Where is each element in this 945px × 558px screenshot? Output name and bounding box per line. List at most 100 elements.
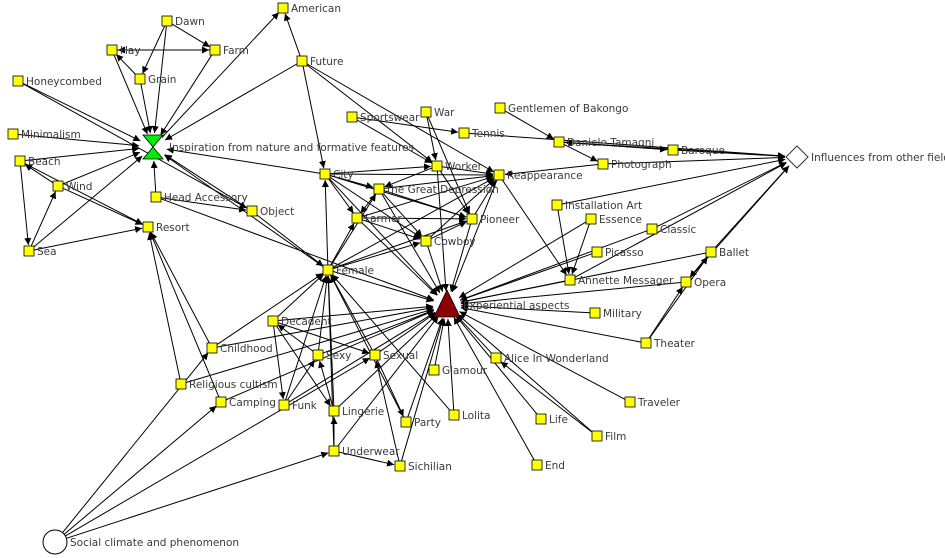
node-shape-film [591,430,603,442]
node-shape-sexual [369,349,381,361]
node-military[interactable]: Military [589,307,642,320]
node-camping[interactable]: Camping [215,396,276,409]
node-picasso[interactable]: Picasso [591,246,644,259]
node-shape-resort [142,221,154,233]
edge-decadent-to-lingerie [275,324,332,407]
edge-head_accessory-to-inspiration [150,160,158,193]
node-great-depression[interactable]: the Great Depression [373,183,499,196]
node-influences[interactable]: Influences from other fields [785,145,945,169]
node-gentlemen[interactable]: Gentlemen of Bakongo [494,102,628,115]
node-hay[interactable]: Hay [106,44,141,57]
edge-reappearance-to-experiential [451,179,498,293]
node-experiential[interactable]: Experiential aspects [433,289,569,318]
node-wind[interactable]: Wind [52,180,92,193]
node-war[interactable]: War [420,106,455,119]
node-sexual[interactable]: Sexual [369,349,418,362]
node-traveler[interactable]: Traveler [624,396,681,409]
edge-head_accessory-to-experiential [160,198,435,301]
node-party[interactable]: Party [400,416,441,429]
node-label-object: Object [260,206,294,218]
node-end[interactable]: End [531,459,565,472]
node-shape-inspiration [142,134,164,160]
node-theater[interactable]: Theater [640,337,696,350]
node-beach[interactable]: Beach [14,155,61,168]
node-sea[interactable]: Sea [23,245,57,258]
node-tennis[interactable]: Tennis [458,127,505,140]
node-pioneer[interactable]: Pioneer [466,213,520,226]
node-female[interactable]: Female [322,264,374,277]
node-installation-art[interactable]: Installation Art [551,199,642,212]
node-alice[interactable]: Alice In Wonderland [490,352,609,365]
node-reappearance[interactable]: Reappearance [493,169,583,182]
node-shape-sexy [312,349,324,361]
node-shape-great-depression [373,183,385,195]
node-glamour[interactable]: Glamour [428,364,488,377]
node-honeycombed[interactable]: Honeycombed [12,75,102,88]
node-photograph[interactable]: Photograph [597,158,672,171]
edge-party-to-experiential [407,318,444,418]
node-shape-tennis [458,127,470,139]
edge-decadent-to-experiential [277,303,434,321]
node-head-accessory[interactable]: Head Accessory [150,191,248,204]
node-opera[interactable]: Opera [680,276,726,289]
node-social[interactable]: Social climate and phenomenon [42,529,239,555]
edge-glamour-to-experiential [434,318,447,366]
node-label-beach: Beach [28,156,61,168]
node-object[interactable]: Object [246,205,294,218]
node-worker[interactable]: Worker [431,160,483,173]
edge-classic-to-experiential [459,230,648,301]
node-lingerie[interactable]: Lingerie [328,405,384,418]
node-label-classic: Classic [660,224,697,236]
edge-wind-to-inspiration [62,151,141,185]
edge-decadent-to-sexual [277,322,370,355]
edge-pioneer-to-experiential [449,223,472,292]
node-resort[interactable]: Resort [142,221,190,234]
node-tamagni[interactable]: Daniele Tamagni [553,136,654,149]
node-classic[interactable]: Classic [646,223,697,236]
node-farm[interactable]: Farm [209,44,249,57]
edge-worker-to-experiential [436,170,449,292]
node-city[interactable]: City [319,168,354,181]
node-decadent[interactable]: Decadent [267,315,332,328]
node-label-underwear: Underwear [342,446,400,458]
node-farmer[interactable]: Farmer [351,212,402,225]
edge-female-to-cowboy [332,241,421,270]
edge-ballet-to-opera [689,255,709,278]
node-label-sicilian: Sichilian [408,461,452,473]
node-label-resort: Resort [156,222,190,234]
node-funk[interactable]: Funk [278,399,318,412]
edge-reappearance-to-annette [501,178,568,276]
node-shape-lingerie [328,405,340,417]
node-shape-glamour [428,364,440,376]
edge-underwear-to-female [324,275,335,447]
node-baroque[interactable]: Baroque [667,144,725,157]
edge-annette-to-influences [574,162,787,279]
node-cowboy[interactable]: Cowboy [420,235,476,248]
node-sexy[interactable]: Sexy [312,349,351,362]
node-film[interactable]: Film [591,430,626,443]
node-sicilian[interactable]: Sichilian [394,460,452,473]
edge-minimalism-to-inspiration [17,134,140,149]
node-annette[interactable]: Annette Messager [564,274,674,287]
node-lolita[interactable]: Lolita [448,409,490,422]
node-inspiration[interactable]: Inspiration from nature and formative fe… [142,134,414,160]
edge-sea-to-wind [30,191,57,247]
edge-gentlemen-to-tamagni [504,110,555,140]
node-religious[interactable]: Religious cultism [175,378,278,391]
node-sportswear[interactable]: Sportswear [346,111,420,124]
node-dawn[interactable]: Dawn [161,15,205,28]
node-ballet[interactable]: Ballet [705,246,749,259]
node-life[interactable]: Life [535,413,568,426]
edge-social-to-sexual [65,357,371,537]
node-childhood[interactable]: Childhood [206,342,273,355]
edge-city-to-inspiration [166,146,321,174]
node-shape-ballet [705,246,717,258]
node-future[interactable]: Future [296,55,343,68]
node-underwear[interactable]: Underwear [328,445,400,458]
node-grain[interactable]: Grain [134,73,176,86]
node-label-tamagni: Daniele Tamagni [567,137,654,149]
node-american[interactable]: American [277,2,341,15]
node-minimalism[interactable]: Minimalism [7,128,81,141]
edge-farmer-to-experiential [360,221,438,296]
node-essence[interactable]: Essence [585,213,642,226]
